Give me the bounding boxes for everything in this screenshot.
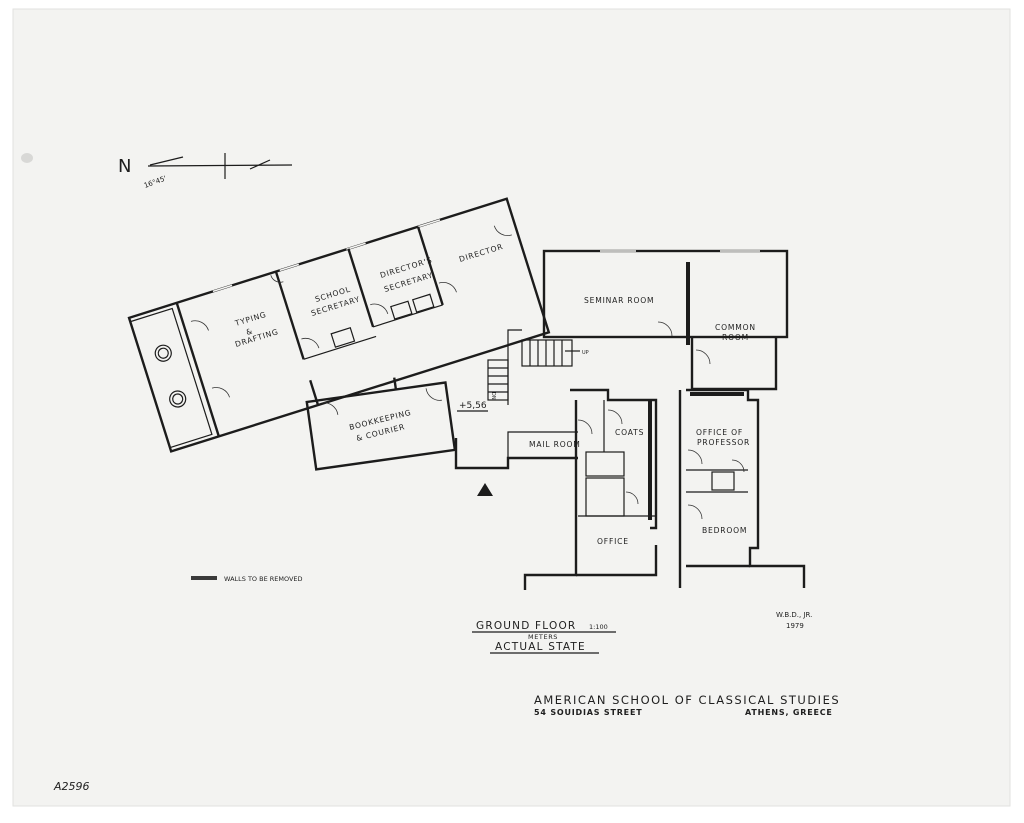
author-year: 1979 bbox=[786, 622, 804, 630]
institution-city: ATHENS, GREECE bbox=[745, 708, 833, 717]
author-block: W.B.D., JR. 1979 bbox=[776, 611, 812, 630]
label-professor: PROFESSOR bbox=[697, 438, 750, 447]
paper-stain bbox=[21, 153, 33, 163]
level-marker: +5,56 bbox=[459, 401, 487, 411]
institution-name: AMERICAN SCHOOL OF CLASSICAL STUDIES bbox=[534, 693, 840, 707]
portico bbox=[129, 307, 213, 449]
paper-sheet bbox=[12, 8, 1011, 807]
label-typing-amp: & bbox=[245, 326, 254, 337]
stairs bbox=[487, 339, 580, 401]
title-block: GROUND FLOOR 1:100 METERS ACTUAL STATE bbox=[472, 620, 616, 654]
label-bedroom: BEDROOM bbox=[702, 526, 747, 535]
label-mail-room: MAIL ROOM bbox=[529, 440, 581, 449]
archive-number: A2596 bbox=[53, 780, 90, 793]
legend-swatch bbox=[191, 576, 217, 580]
author-name: W.B.D., JR. bbox=[776, 611, 812, 619]
label-stair-up: UP bbox=[582, 350, 589, 356]
north-letter: N bbox=[118, 156, 131, 177]
wc bbox=[585, 451, 625, 477]
label-coats: COATS bbox=[615, 428, 644, 437]
title-scale: 1:100 bbox=[589, 623, 608, 631]
column bbox=[154, 344, 172, 362]
institution-block: AMERICAN SCHOOL OF CLASSICAL STUDIES 54 … bbox=[534, 693, 840, 717]
label-office: OFFICE bbox=[597, 537, 629, 546]
entrance-marker-icon bbox=[477, 483, 493, 496]
label-office-of: OFFICE OF bbox=[696, 428, 743, 437]
seminar-common-outline bbox=[542, 249, 789, 339]
title-floor: GROUND FLOOR bbox=[476, 620, 576, 632]
east-wing bbox=[454, 249, 806, 590]
label-common: COMMON bbox=[715, 323, 756, 332]
column bbox=[169, 390, 187, 408]
legend: WALLS TO BE REMOVED bbox=[191, 575, 303, 583]
label-stair-down: DN bbox=[490, 392, 496, 400]
legend-label: WALLS TO BE REMOVED bbox=[224, 575, 303, 583]
west-wing bbox=[127, 197, 551, 453]
title-units: METERS bbox=[528, 633, 558, 641]
bookkeeping-block bbox=[305, 377, 457, 471]
institution-address: 54 SOUIDIAS STREET bbox=[534, 708, 642, 717]
label-common-room: ROOM bbox=[722, 333, 749, 342]
title-state: ACTUAL STATE bbox=[495, 641, 586, 653]
label-seminar-room: SEMINAR ROOM bbox=[584, 296, 654, 305]
